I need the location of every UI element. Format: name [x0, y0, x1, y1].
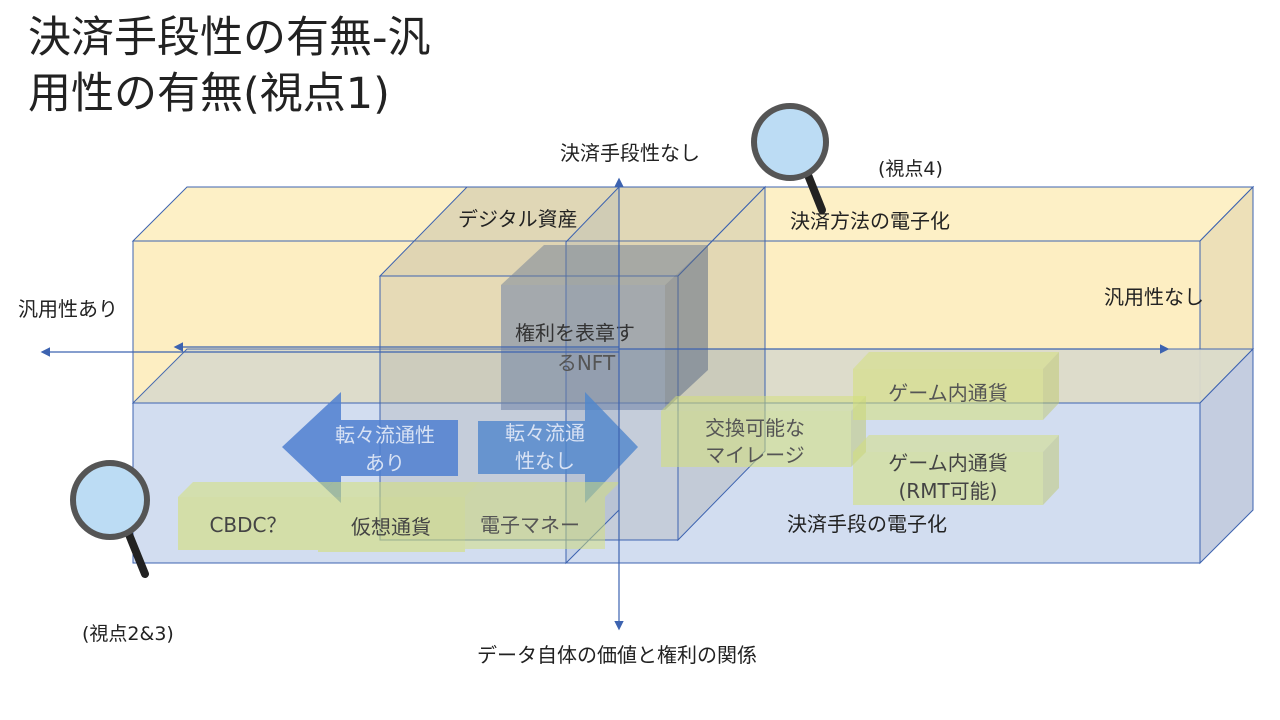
axis-label-bottom: データ自体の価値と権利の関係 [477, 643, 757, 667]
axis-label-top: 決済手段性なし [560, 141, 700, 165]
emoney-label: 電子マネー [480, 513, 580, 537]
payment-means-label: 決済手段の電子化 [787, 512, 947, 536]
crypto-label: 仮想通貨 [351, 515, 431, 539]
axis-label-right: 汎用性なし [1104, 285, 1204, 309]
non-transferable-arrow: 転々流通 性なし [478, 392, 638, 503]
item-cbdc: CBDC？ [178, 482, 333, 550]
nft-box: 権利を表章す るNFT [501, 245, 708, 410]
item-game-currency-rmt: ゲーム内通貨 (RMT可能) [853, 435, 1059, 505]
game-rmt-label-2: (RMT可能) [899, 479, 998, 503]
magnifier-icon-viewpoint-4 [751, 103, 829, 214]
item-emoney: 電子マネー [465, 482, 620, 549]
transferable-label-2: あり [365, 451, 405, 475]
game-currency-label: ゲーム内通貨 [888, 381, 1007, 405]
payment-method-label: 決済方法の電子化 [790, 209, 950, 233]
item-crypto: 仮想通貨 [318, 482, 480, 552]
non-transferable-label-1: 転々流通 [505, 421, 585, 445]
mileage-label-2: マイレージ [705, 443, 805, 467]
non-transferable-label-2: 性なし [515, 449, 575, 473]
transferable-arrow: 転々流通性 あり [282, 392, 458, 503]
digital-assets-label: デジタル資産 [458, 207, 578, 231]
viewpoint-2-3-label: (視点2&3) [82, 623, 174, 645]
slide-title: 決済手段性の有無-汎 用性の有無(視点1) [28, 10, 431, 122]
cbdc-label: CBDC？ [209, 513, 286, 537]
transferable-label-1: 転々流通性 [335, 423, 435, 447]
title-line-1: 決済手段性の有無-汎 [28, 13, 431, 63]
game-rmt-label-1: ゲーム内通貨 [888, 451, 1007, 475]
viewpoint-4-label: (視点4) [878, 158, 943, 180]
item-game-currency: ゲーム内通貨 [853, 352, 1059, 420]
title-line-2: 用性の有無(視点1) [28, 69, 390, 119]
nft-label-1: 権利を表章す [515, 321, 635, 345]
mileage-label-1: 交換可能な [705, 416, 805, 440]
nft-label-2: るNFT [557, 351, 616, 375]
axis-label-left: 汎用性あり [18, 297, 118, 321]
item-mileage: 交換可能な マイレージ [661, 396, 866, 467]
magnifier-icon-viewpoint-2-3 [70, 460, 150, 578]
